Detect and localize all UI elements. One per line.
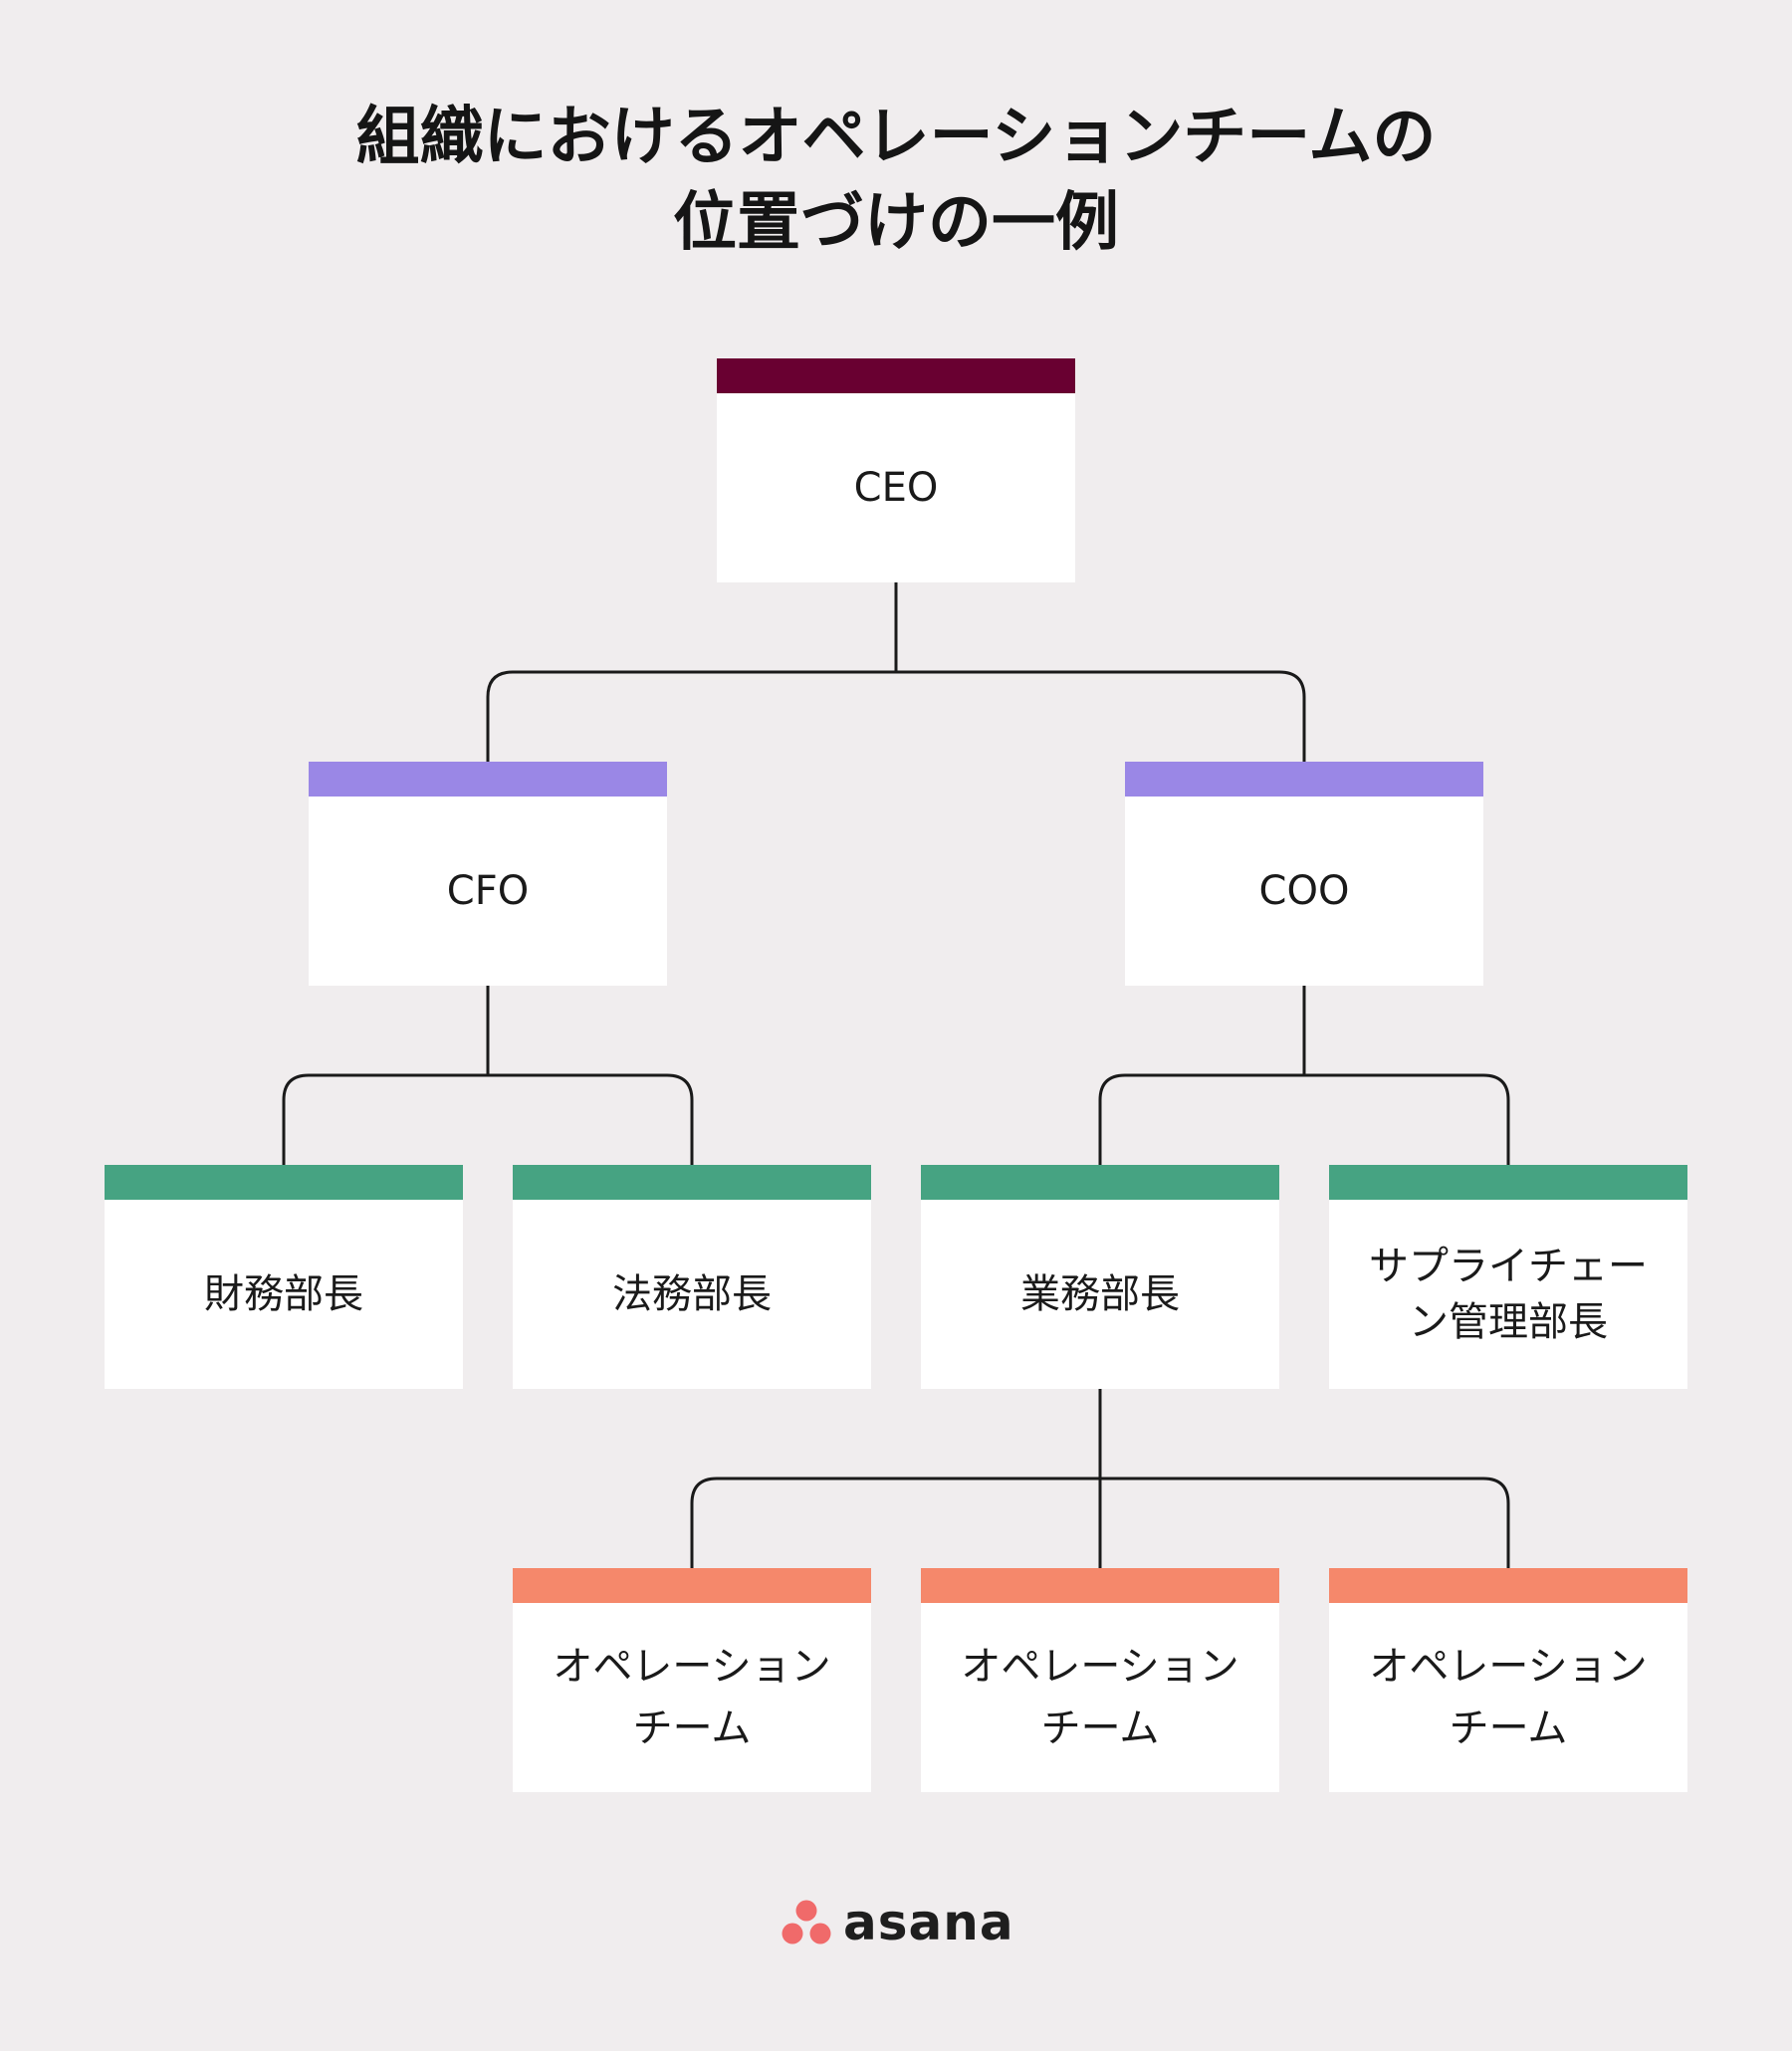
asana-logo: asana — [782, 1894, 1014, 1951]
connector-cfo — [282, 986, 694, 1165]
org-node-supply-chain-manager: サプライチェーン管理部長 — [1329, 1165, 1687, 1389]
org-node-finance-manager: 財務部長 — [105, 1165, 463, 1389]
node-color-bar — [1329, 1165, 1687, 1200]
page-title: 組織におけるオペレーションチームの 位置づけの一例 — [0, 95, 1792, 266]
org-node-cfo: CFO — [309, 762, 667, 986]
node-color-bar — [717, 358, 1075, 393]
connector-coo — [1098, 986, 1510, 1165]
org-node-operations-team-1: オペレーションチーム — [513, 1568, 871, 1792]
node-label: オペレーションチーム — [1369, 1644, 1648, 1751]
node-label: CEO — [853, 465, 939, 511]
org-node-operations-manager: 業務部長 — [921, 1165, 1279, 1389]
node-label: 業務部長 — [1020, 1271, 1180, 1317]
org-node-operations-team-2: オペレーションチーム — [921, 1568, 1279, 1792]
title-line-2: 位置づけの一例 — [673, 186, 1119, 260]
asana-dots-icon — [782, 1900, 831, 1944]
node-color-bar — [921, 1568, 1279, 1603]
node-color-bar — [921, 1165, 1279, 1200]
node-label: CFO — [446, 868, 530, 914]
node-color-bar — [513, 1165, 871, 1200]
node-label: 法務部長 — [612, 1271, 772, 1317]
node-color-bar — [1125, 762, 1483, 797]
logo-wordmark: asana — [843, 1894, 1014, 1951]
node-label: COO — [1258, 868, 1350, 914]
node-color-bar — [309, 762, 667, 797]
node-color-bar — [513, 1568, 871, 1603]
node-color-bar — [105, 1165, 463, 1200]
org-node-legal-manager: 法務部長 — [513, 1165, 871, 1389]
org-node-coo: COO — [1125, 762, 1483, 986]
node-label: オペレーションチーム — [961, 1644, 1239, 1751]
node-label: 財務部長 — [204, 1271, 363, 1317]
node-label: オペレーションチーム — [553, 1644, 831, 1751]
connector-operations — [690, 1389, 1510, 1568]
title-line-1: 組織におけるオペレーションチームの — [355, 101, 1437, 174]
org-node-operations-team-3: オペレーションチーム — [1329, 1568, 1687, 1792]
connector-ceo — [486, 582, 1306, 762]
node-color-bar — [1329, 1568, 1687, 1603]
node-label: サプライチェーン管理部長 — [1369, 1244, 1648, 1345]
org-node-ceo: CEO — [717, 358, 1075, 582]
